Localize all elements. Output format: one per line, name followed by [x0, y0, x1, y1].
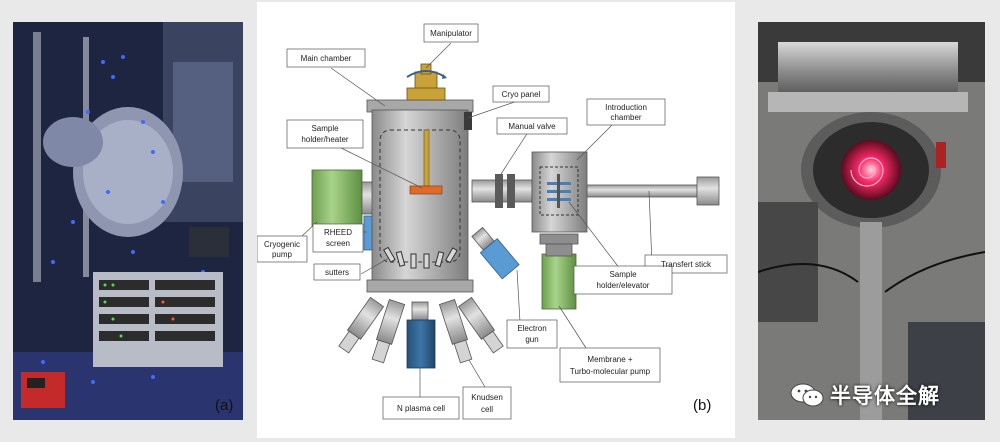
- watermark: 半导体全解: [790, 376, 980, 414]
- label-cryo-panel: Cryo panel: [502, 90, 541, 99]
- label-rheed-screen-1: RHEED: [324, 228, 352, 237]
- label-rheed-screen-2: screen: [326, 239, 350, 248]
- electron-gun: [471, 226, 520, 280]
- label-electron-gun-1: Electron: [517, 324, 546, 333]
- label-knudsen-cell-2: cell: [481, 405, 493, 414]
- label-transfert-stick: Transfert stick: [661, 260, 712, 269]
- cryo-shroud: [379, 129, 461, 263]
- label-introduction-chamber-1: Introduction: [605, 103, 647, 112]
- effusion-cells: [338, 296, 504, 369]
- mbe-schematic: Manipulator Main chamber Cryo panel Intr…: [257, 2, 735, 438]
- manipulator: [414, 71, 438, 91]
- label-membrane-pump-1: Membrane +: [587, 355, 632, 364]
- label-cryogenic-pump-2: pump: [272, 250, 293, 259]
- label-manual-valve: Manual valve: [508, 122, 556, 131]
- label-cryogenic-pump-1: Cryogenic: [264, 240, 300, 249]
- label-introduction-chamber-2: chamber: [610, 113, 641, 122]
- glowing-heater: [841, 140, 901, 200]
- n-plasma-cell: [406, 319, 436, 369]
- label-knudsen-cell-1: Knudsen: [471, 393, 503, 402]
- label-sample-holder-heater-2: holder/heater: [301, 135, 348, 144]
- panel-label-b: (b): [693, 397, 712, 414]
- label-electron-gun-2: gun: [525, 335, 538, 344]
- label-main-chamber: Main chamber: [301, 54, 352, 63]
- schematic-svg: Manipulator Main chamber Cryo panel Intr…: [257, 23, 728, 420]
- label-sample-holder-elevator-2: holder/elevator: [597, 281, 650, 290]
- label-n-plasma-cell: N plasma cell: [397, 404, 445, 413]
- wechat-icon: [790, 382, 824, 408]
- sample-holder-heater: [409, 185, 443, 195]
- photo-mbe-system: (a): [13, 22, 243, 420]
- cryogenic-pump: [311, 169, 363, 227]
- label-manipulator: Manipulator: [430, 29, 472, 38]
- transfer-stick: [586, 184, 698, 198]
- panel-label-a: (a): [215, 397, 234, 414]
- label-membrane-pump-2: Turbo-molecular pump: [570, 367, 651, 376]
- cryo-panel: [464, 112, 472, 130]
- photo-heater: [758, 22, 985, 420]
- label-sample-holder-heater-1: Sample: [311, 124, 339, 133]
- label-sample-holder-elevator-1: Sample: [609, 270, 637, 279]
- turbo-pump: [541, 253, 577, 310]
- mbe-photo-illustration: [13, 22, 243, 420]
- label-sutters: sutters: [325, 268, 349, 277]
- watermark-text: 半导体全解: [830, 385, 940, 408]
- heater-photo-illustration: [758, 22, 985, 420]
